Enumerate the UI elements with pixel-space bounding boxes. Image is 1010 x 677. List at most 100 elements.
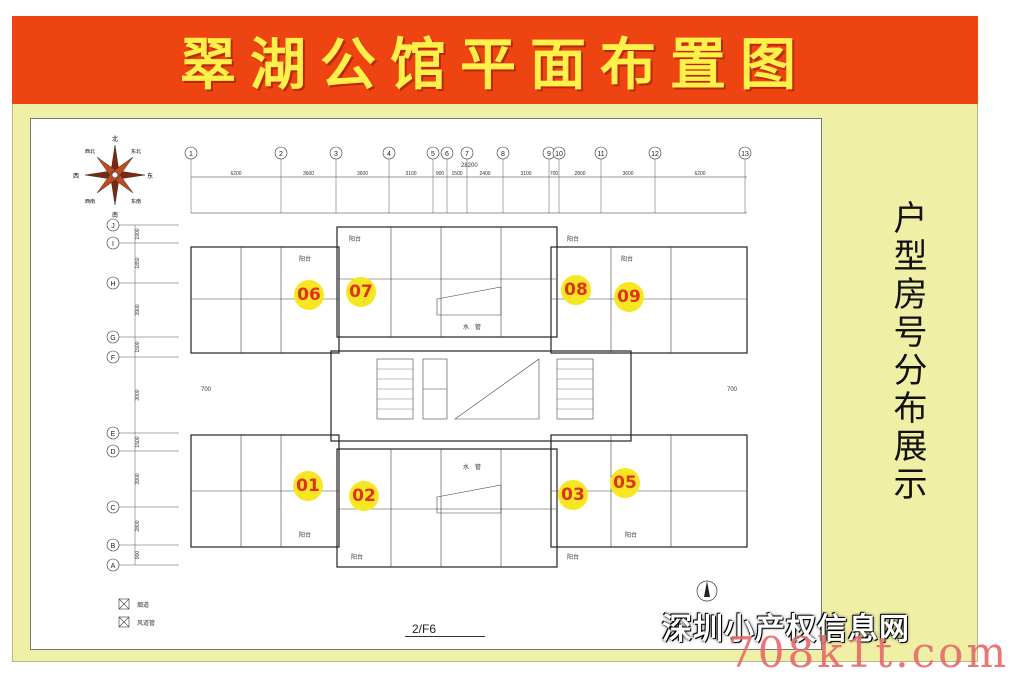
side-dimension-right: 700 bbox=[727, 387, 738, 393]
column-axis-label: 8 bbox=[501, 151, 505, 158]
row-axis-bubble bbox=[106, 276, 120, 290]
row-axis-label: D bbox=[110, 449, 115, 456]
row-axis-bubble bbox=[106, 236, 120, 250]
column-dimension: 700 bbox=[550, 171, 559, 177]
column-axis-bubble bbox=[738, 146, 752, 160]
column-axis-bubble bbox=[460, 146, 474, 160]
row-axis-label: A bbox=[111, 563, 116, 570]
column-axis-bubble bbox=[552, 146, 566, 160]
column-dimension: 900 bbox=[436, 171, 445, 177]
shaft-label: 水 bbox=[463, 463, 469, 471]
row-axis-label: I bbox=[112, 241, 114, 248]
row-axis-label: E bbox=[111, 431, 116, 438]
column-axis-label: 11 bbox=[597, 151, 604, 158]
column-axis-bubble bbox=[184, 146, 198, 160]
title-bar: 翠湖公馆平面布置图 bbox=[12, 16, 978, 104]
row-dimension: 1500 bbox=[135, 341, 141, 352]
column-axis-label: 9 bbox=[547, 151, 551, 158]
watermark-text: 深圳小产权信息网 bbox=[662, 612, 910, 647]
column-dimension: 1500 bbox=[451, 171, 462, 177]
unit-badge-03[interactable]: 03 bbox=[558, 480, 588, 510]
legend-label-air-duct: 风道管 bbox=[137, 619, 155, 627]
top-dimension-lines bbox=[191, 176, 747, 214]
row-dimensions: 1900 1850 3900 1500 3000 1500 3900 2800 900 bbox=[134, 225, 141, 565]
row-dimension: 1850 bbox=[135, 257, 141, 268]
row-axis-label: C bbox=[110, 505, 115, 512]
sheet-number: 2/F6 bbox=[412, 622, 437, 636]
building-outline bbox=[190, 226, 748, 568]
compass-rose: 北 南 东 西 东北 西北 东南 西南 bbox=[73, 135, 153, 219]
row-dimension: 900 bbox=[135, 551, 141, 560]
row-axis-bubble bbox=[106, 330, 120, 344]
column-dimension: 3600 bbox=[622, 171, 633, 177]
sheet-number-underline bbox=[405, 636, 485, 637]
row-axis-label: F bbox=[111, 355, 115, 362]
row-axis-bubble bbox=[106, 426, 120, 440]
unit-badge-02[interactable]: 02 bbox=[349, 481, 379, 511]
row-axis-label: H bbox=[110, 281, 115, 288]
column-dimensions: 6200 3600 3600 3100 900 1500 2400 3100 700 2800 36… bbox=[230, 171, 705, 177]
balcony-label: 阳台 bbox=[351, 553, 363, 561]
column-dimension: 3100 bbox=[405, 171, 416, 177]
balcony-label: 阳台 bbox=[621, 255, 633, 263]
unit-badge-01[interactable]: 01 bbox=[293, 471, 323, 501]
column-axis-label: 13 bbox=[741, 151, 749, 158]
compass-northwest: 西北 bbox=[85, 148, 95, 155]
compass-north: 北 bbox=[112, 135, 118, 143]
unit-badge-05[interactable]: 05 bbox=[610, 468, 640, 498]
column-dimension: 3600 bbox=[357, 171, 368, 177]
interior-walls bbox=[191, 227, 747, 567]
row-axis-bubble bbox=[106, 558, 120, 572]
column-axis-bubble bbox=[382, 146, 396, 160]
compass-northeast: 东北 bbox=[131, 148, 141, 155]
unit-badge-07[interactable]: 07 bbox=[346, 277, 376, 307]
row-dimension: 2800 bbox=[135, 520, 141, 531]
compass-west: 西 bbox=[73, 173, 79, 180]
balcony-label: 阳台 bbox=[567, 553, 579, 561]
column-axis-label: 5 bbox=[431, 151, 435, 158]
column-axis-bubble bbox=[440, 146, 454, 160]
row-axis-label: G bbox=[110, 335, 115, 342]
stair-treads bbox=[377, 368, 593, 410]
column-axis-label: 6 bbox=[445, 151, 449, 158]
column-axis-bubble bbox=[274, 146, 288, 160]
row-dimension: 3900 bbox=[135, 473, 141, 484]
column-axis-bubble bbox=[426, 146, 440, 160]
north-arrow-icon bbox=[696, 580, 718, 602]
column-axis-label: 7 bbox=[465, 151, 469, 158]
row-axis-bubble bbox=[106, 444, 120, 458]
unit-badge-08[interactable]: 08 bbox=[561, 275, 591, 305]
legend bbox=[118, 598, 130, 628]
column-axis-bubble bbox=[329, 146, 343, 160]
legend-label-flue: 烟道 bbox=[137, 601, 149, 609]
pipe-label: 管 bbox=[475, 463, 481, 471]
column-dimension: 6200 bbox=[230, 171, 241, 177]
unit-badge-06[interactable]: 06 bbox=[294, 280, 324, 310]
row-dimension: 1500 bbox=[135, 436, 141, 447]
side-dimension-left: 700 bbox=[201, 387, 212, 393]
row-axis-bubble bbox=[106, 500, 120, 514]
column-dimension: 3100 bbox=[520, 171, 531, 177]
row-dimension: 3000 bbox=[135, 389, 141, 400]
row-dimension: 3900 bbox=[135, 304, 141, 315]
page-title: 翠湖公馆平面布置图 bbox=[180, 32, 810, 98]
row-dimension: 1900 bbox=[135, 228, 141, 239]
unit-badge-09[interactable]: 09 bbox=[614, 282, 644, 312]
balcony-label: 阳台 bbox=[299, 255, 311, 263]
column-dimension: 2400 bbox=[479, 171, 490, 177]
column-dimension: 3600 bbox=[303, 171, 314, 177]
column-axis-label: 4 bbox=[387, 151, 391, 158]
balcony-label: 阳台 bbox=[567, 235, 579, 243]
row-axis-bubble bbox=[106, 350, 120, 364]
pipe-label: 管 bbox=[475, 323, 481, 331]
row-axis-label: B bbox=[111, 543, 116, 550]
compass-east: 东 bbox=[147, 172, 153, 180]
compass-southwest: 西南 bbox=[85, 198, 95, 205]
column-axis-bubble bbox=[496, 146, 510, 160]
total-width-dimension: 28200 bbox=[461, 163, 478, 169]
column-dimension: 2800 bbox=[574, 171, 585, 177]
column-axis-bubble bbox=[594, 146, 608, 160]
row-axis-bubble bbox=[106, 218, 120, 232]
